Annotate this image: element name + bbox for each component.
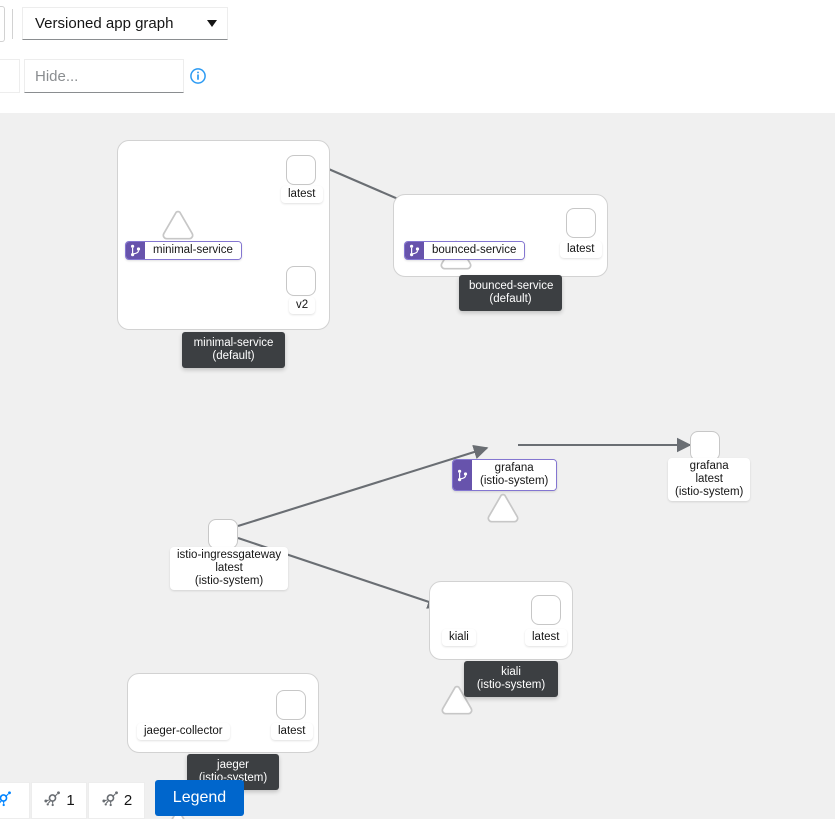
graph-find-active-button[interactable] — [0, 782, 30, 819]
node-label-kiali[interactable]: kiali — [442, 629, 476, 646]
tooltip-bounced-service: bounced-service (default) — [459, 275, 562, 311]
legend-button[interactable]: Legend — [155, 780, 244, 816]
graph-count-2-label: 2 — [123, 792, 133, 809]
node-label-jaeger-latest[interactable]: latest — [271, 723, 313, 740]
node-label-jaeger-collector[interactable]: jaeger-collector — [137, 723, 230, 740]
node-label-bounced-service[interactable]: bounced-service — [404, 241, 526, 260]
node-label-minimal-service[interactable]: minimal-service — [125, 241, 242, 260]
edge-ingress-to-grafana — [237, 444, 489, 528]
graph-count-1-button[interactable]: 1 — [31, 782, 87, 819]
node-label-istio-ingressgateway[interactable]: istio-ingressgateway latest (istio-syste… — [170, 547, 289, 590]
graph-icon — [43, 789, 62, 812]
node-kiali-latest[interactable] — [531, 595, 561, 625]
chevron-down-icon — [207, 20, 217, 27]
service-graph-canvas[interactable]: minimal-service latest v2 minimal-servic… — [0, 113, 835, 819]
toolbar-divider — [12, 9, 13, 39]
graph-count-2-button[interactable]: 2 — [88, 782, 145, 819]
graph-icon — [101, 789, 120, 812]
graph-icon-active — [0, 789, 13, 812]
node-grafana-service[interactable] — [485, 492, 519, 523]
node-minimal-service-service[interactable] — [160, 209, 194, 240]
graph-type-select-label: Versioned app graph — [35, 15, 174, 32]
versioned-app-icon — [405, 242, 424, 259]
node-label-minimal-latest[interactable]: latest — [281, 186, 323, 203]
node-label-bounced-latest[interactable]: latest — [560, 241, 602, 258]
node-label-grafana[interactable]: grafana (istio-system) — [452, 459, 558, 491]
node-grafana-latest[interactable] — [690, 431, 720, 461]
node-minimal-service-latest[interactable] — [286, 155, 316, 185]
tooltip-kiali: kiali (istio-system) — [464, 661, 558, 697]
hide-input[interactable] — [24, 59, 184, 93]
graph-bottom-toolbar: 1 2 Legend — [0, 778, 835, 819]
node-istio-ingressgateway[interactable] — [208, 519, 238, 549]
toolbar-left-stub-2 — [0, 59, 20, 93]
node-label-minimal-v2[interactable]: v2 — [289, 297, 316, 314]
node-jaeger-latest[interactable] — [276, 690, 306, 720]
node-minimal-service-v2[interactable] — [286, 266, 316, 296]
graph-toolbar: Versioned app graph — [0, 0, 835, 113]
node-bounced-service-latest[interactable] — [566, 208, 596, 238]
node-label-kiali-latest[interactable]: latest — [525, 629, 567, 646]
versioned-app-icon — [453, 460, 472, 490]
toolbar-left-stub — [0, 6, 5, 42]
versioned-app-icon — [126, 242, 145, 259]
node-label-grafana-latest[interactable]: grafana latest (istio-system) — [668, 458, 751, 501]
graph-type-select[interactable]: Versioned app graph — [22, 7, 228, 40]
node-label-text: bounced-service — [424, 242, 525, 259]
graph-count-1-label: 1 — [66, 792, 75, 809]
node-label-text: minimal-service — [145, 242, 241, 259]
tooltip-minimal-service: minimal-service (default) — [182, 332, 285, 368]
node-kiali-service[interactable] — [439, 684, 473, 715]
info-circle-icon[interactable] — [190, 68, 206, 84]
node-label-text: grafana (istio-system) — [472, 460, 557, 490]
